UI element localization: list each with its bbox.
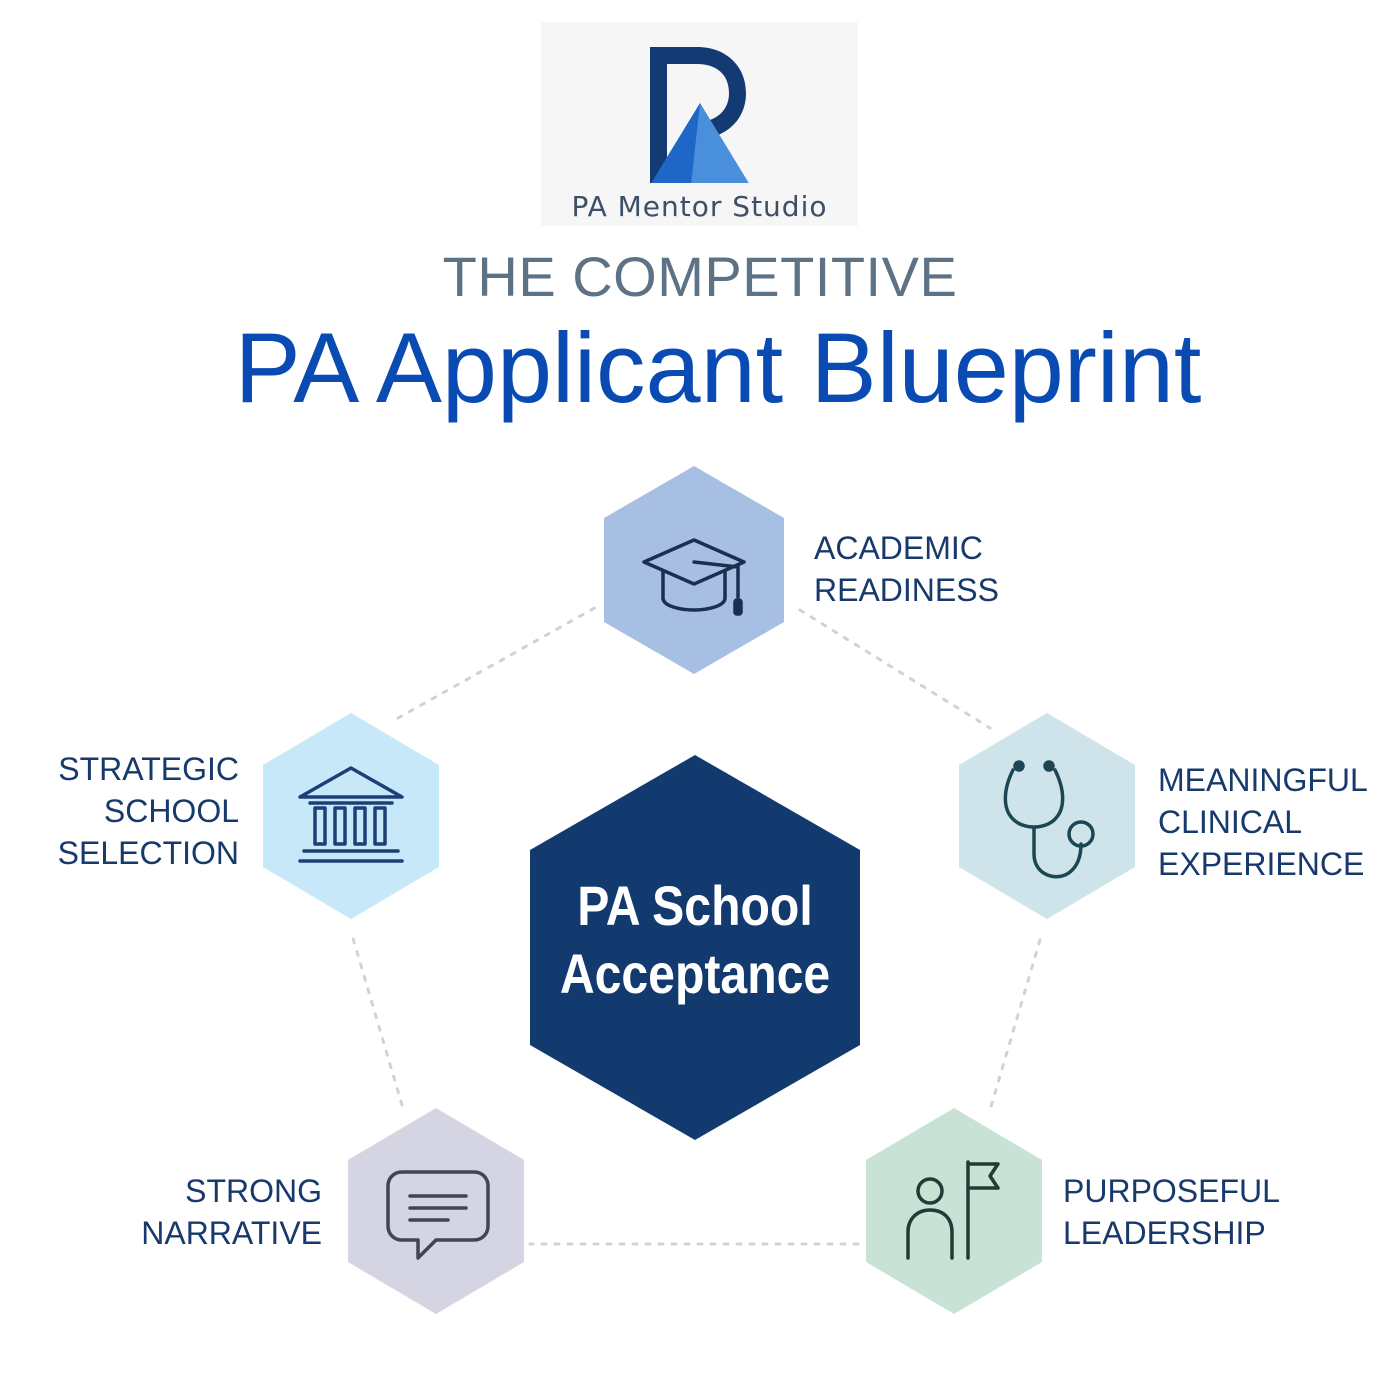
connector-lines: [350, 603, 1042, 1246]
pa-monogram-logo: [650, 47, 749, 183]
leadership-label-line-2: LEADERSHIP: [1063, 1215, 1266, 1251]
narrative-label-line-1: STRONG: [185, 1173, 322, 1209]
leadership-hexagon: [866, 1108, 1042, 1314]
graduation-cap-icon: [642, 538, 746, 616]
building-columns-icon: [298, 766, 404, 863]
brand-name: PA Mentor Studio: [571, 190, 828, 223]
logo-card: PA Mentor Studio: [541, 22, 858, 226]
chat-bubble-icon: [386, 1170, 490, 1260]
headline-title: PA Applicant Blueprint: [234, 312, 1202, 423]
person-flag-icon: [906, 1160, 1000, 1260]
center-label-line-2: Acceptance: [559, 942, 831, 1005]
connector-school-academic: [396, 603, 602, 720]
clinical-label-line-2: CLINICAL: [1158, 804, 1303, 840]
school-label-line-2: SCHOOL: [103, 793, 239, 829]
narrative-hexagon: [348, 1108, 524, 1314]
narrative-label-line-2: NARRATIVE: [141, 1215, 322, 1251]
academic-hexagon: [604, 466, 784, 674]
clinical-label-line-1: MEANINGFUL: [1158, 762, 1368, 798]
academic-label-line-1: ACADEMIC: [814, 530, 983, 566]
academic-label: ACADEMIC READINESS: [814, 527, 999, 611]
academic-label-line-2: READINESS: [814, 572, 999, 608]
stethoscope-icon: [1003, 760, 1095, 879]
clinical-label-line-3: EXPERIENCE: [1158, 846, 1365, 882]
leadership-label: PURPOSEFUL LEADERSHIP: [1063, 1170, 1280, 1254]
clinical-label: MEANINGFUL CLINICAL EXPERIENCE: [1158, 759, 1368, 885]
center-hexagon: [530, 755, 860, 1140]
connector-clinical-leadership: [988, 938, 1042, 1112]
center-label-line-1: PA School: [577, 874, 813, 937]
headline-subtitle: THE COMPETITIVE: [442, 245, 958, 308]
leadership-label-line-1: PURPOSEFUL: [1063, 1173, 1280, 1209]
school-hexagon: [263, 713, 439, 919]
school-label-line-3: SELECTION: [57, 835, 239, 871]
connector-academic-clinical: [798, 608, 992, 730]
center-label: PA School Acceptance: [553, 872, 837, 1008]
clinical-hexagon: [959, 713, 1135, 919]
school-label: STRATEGIC SCHOOL SELECTION: [58, 748, 239, 874]
connector-narrative-school: [350, 933, 404, 1107]
narrative-label: STRONG NARRATIVE: [141, 1170, 322, 1254]
school-label-line-1: STRATEGIC: [58, 751, 239, 787]
